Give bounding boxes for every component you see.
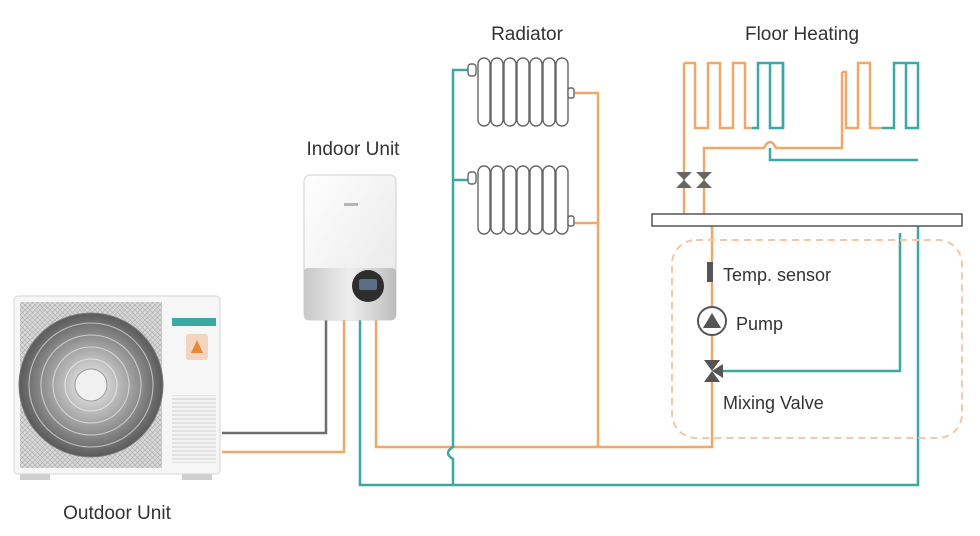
pump-icon	[697, 306, 727, 336]
indoor-unit	[303, 174, 397, 321]
radiator-icon	[467, 57, 575, 127]
radiator-title: Radiator	[491, 24, 563, 45]
refrigerant-lines	[222, 318, 328, 435]
temp-sensor-icon	[707, 262, 713, 282]
temp-sensor-label: Temp. sensor	[723, 265, 831, 285]
outdoor-unit	[13, 295, 221, 480]
floor-heating-title: Floor Heating	[745, 24, 859, 45]
valve-icon	[676, 172, 692, 188]
return-pipes	[358, 61, 920, 487]
mixing-valve-label: Mixing Valve	[723, 393, 824, 413]
mixing-valve-icon	[704, 360, 723, 382]
pump-label: Pump	[736, 314, 783, 334]
outdoor-unit-title: Outdoor Unit	[63, 503, 171, 524]
pipe-network	[222, 61, 920, 487]
mixing-zone-border	[671, 239, 963, 439]
indoor-unit-title: Indoor Unit	[307, 139, 401, 160]
valve-icon	[696, 172, 712, 188]
manifold-bar	[651, 213, 963, 227]
radiator-icon	[467, 165, 575, 235]
